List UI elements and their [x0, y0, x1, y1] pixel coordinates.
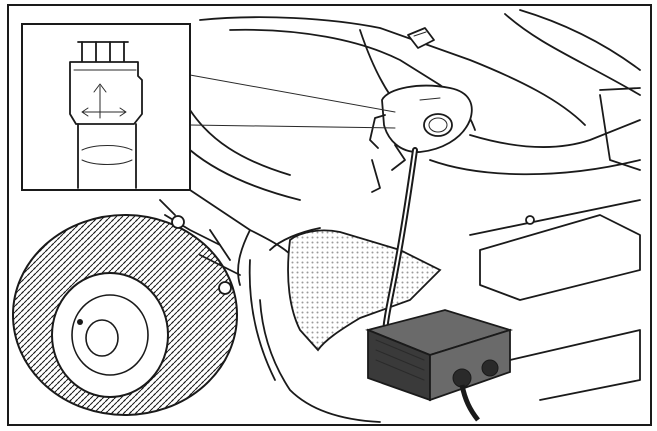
inset-connector-detail	[21, 23, 396, 191]
charging-socket	[369, 84, 473, 193]
battery-charger	[365, 309, 514, 422]
rear-wheel	[12, 214, 238, 416]
floor-mat	[248, 227, 442, 423]
footrest-panel	[479, 214, 641, 301]
up-arrow-icon	[93, 83, 107, 119]
frame-border	[7, 4, 652, 426]
double-arrow-icon	[81, 107, 127, 117]
